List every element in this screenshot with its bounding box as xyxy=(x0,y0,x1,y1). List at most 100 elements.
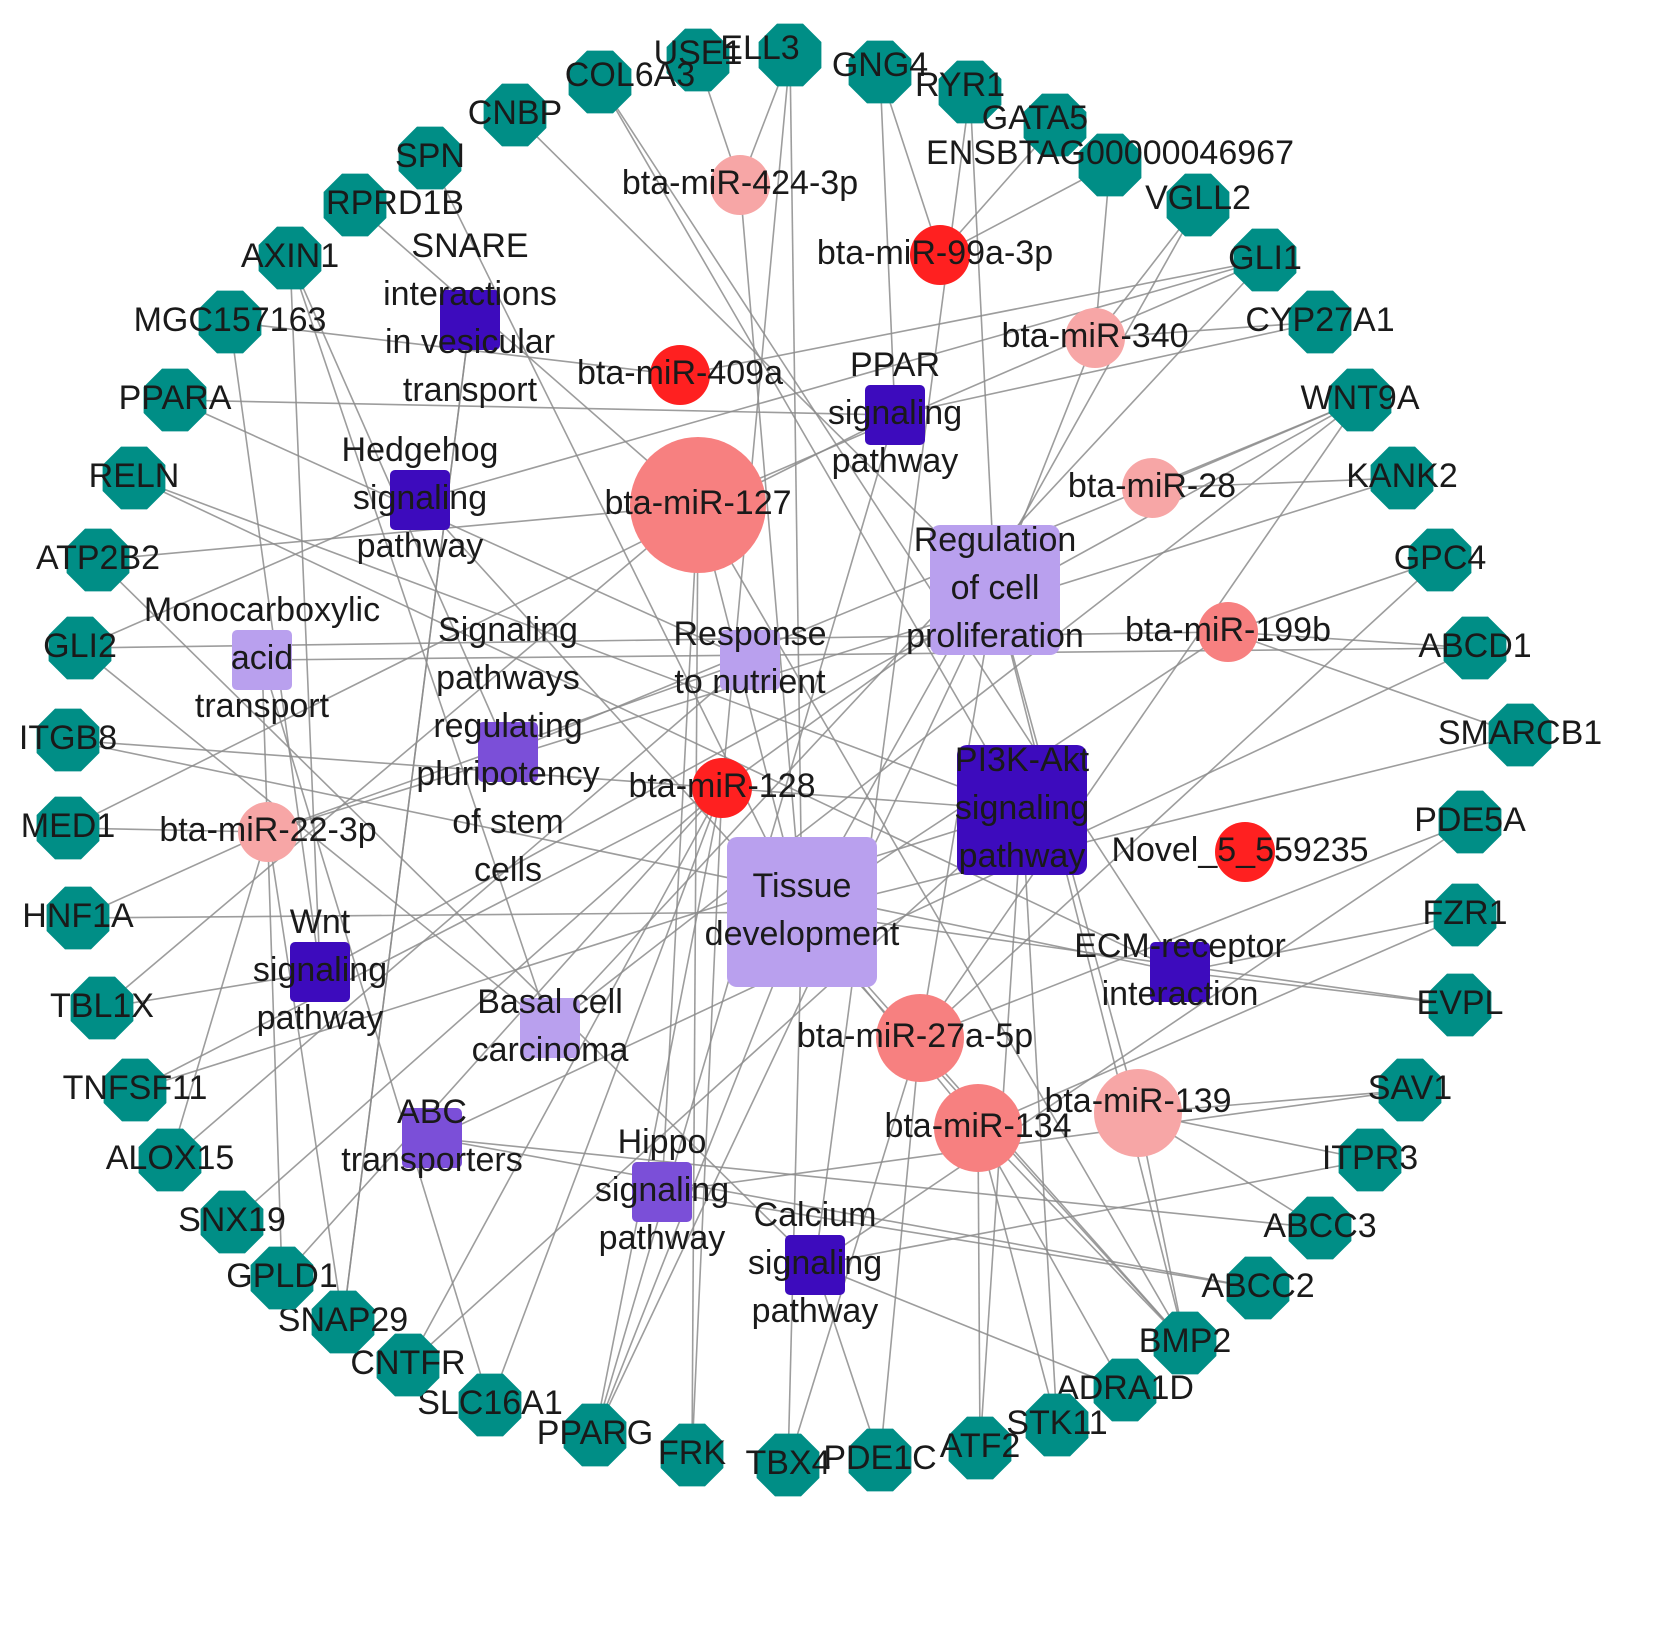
gene-octagon xyxy=(483,83,547,147)
mirna-label: bta-miR-199b xyxy=(1125,611,1331,649)
mirna-node[interactable]: bta-miR-409a xyxy=(577,345,783,405)
mirna-node[interactable]: bta-miR-139 xyxy=(1044,1069,1232,1157)
mirna-node[interactable]: bta-miR-22-3p xyxy=(159,802,377,862)
mirna-node[interactable]: Novel_5_559235 xyxy=(1111,822,1369,882)
gene-node[interactable]: ENSBTAG00000046967 xyxy=(926,133,1294,197)
gene-node[interactable]: GLI1 xyxy=(1228,228,1302,292)
gene-node[interactable]: CYP27A1 xyxy=(1245,290,1395,354)
gene-octagon xyxy=(48,616,112,680)
gene-node[interactable]: FZR1 xyxy=(1423,883,1508,947)
gene-label: PPARA xyxy=(119,379,232,417)
gene-node[interactable]: EVPL xyxy=(1417,973,1504,1037)
gene-node[interactable]: GATA5 xyxy=(982,93,1088,157)
gene-label: GPC4 xyxy=(1394,539,1487,577)
edge-TBL1X-wnt xyxy=(101,971,321,1009)
gene-node[interactable]: BMP2 xyxy=(1139,1311,1232,1375)
edge-RYR1-calcium xyxy=(814,91,971,1266)
mirna-node[interactable]: bta-miR-424-3p xyxy=(622,155,858,215)
mirna-node[interactable]: bta-miR-127 xyxy=(604,437,792,573)
gene-node[interactable]: ABCD1 xyxy=(1418,616,1532,680)
gene-node[interactable]: SPN xyxy=(395,126,465,190)
pathway-square xyxy=(402,1108,462,1168)
gene-node[interactable]: ELL3 xyxy=(720,23,822,87)
gene-node[interactable]: CNBP xyxy=(468,83,562,147)
gene-node[interactable]: GNG4 xyxy=(832,40,928,104)
pathway-node[interactable]: Signalingpathwaysregulatingpluripotencyo… xyxy=(416,611,599,889)
gene-node[interactable]: TNFSF11 xyxy=(63,1058,208,1122)
mirna-node[interactable]: bta-miR-199b xyxy=(1125,602,1331,662)
gene-node[interactable]: VGLL2 xyxy=(1145,173,1251,237)
gene-node[interactable]: WNT9A xyxy=(1301,368,1420,432)
gene-octagon xyxy=(1078,133,1142,197)
gene-node[interactable]: SMARCB1 xyxy=(1438,703,1602,767)
mirna-node[interactable]: bta-miR-128 xyxy=(628,758,816,818)
mirna-circle xyxy=(1122,458,1182,518)
gene-node[interactable]: RYR1 xyxy=(915,60,1005,124)
gene-node[interactable]: SAV1 xyxy=(1368,1058,1452,1122)
pathway-label-line: acid xyxy=(231,639,293,677)
gene-node[interactable]: ITPR3 xyxy=(1322,1128,1418,1192)
gene-node[interactable]: USE1 xyxy=(654,28,743,92)
gene-node[interactable]: TBX4 xyxy=(745,1433,831,1497)
gene-node[interactable]: COL6A3 xyxy=(565,50,695,114)
gene-node[interactable]: TBL1X xyxy=(50,976,154,1040)
gene-node[interactable]: RELN xyxy=(89,446,180,510)
gene-node[interactable]: GPC4 xyxy=(1394,528,1487,592)
gene-node[interactable]: AXIN1 xyxy=(241,226,339,290)
gene-node[interactable]: GPLD1 xyxy=(226,1246,338,1310)
edge-HNF1A-tissue xyxy=(77,911,803,919)
gene-node[interactable]: ADRA1D xyxy=(1056,1358,1194,1422)
gene-octagon xyxy=(1438,790,1502,854)
gene-label: TBX4 xyxy=(745,1444,830,1482)
gene-node[interactable]: MGC157163 xyxy=(134,290,327,354)
mirna-node[interactable]: bta-miR-340 xyxy=(1001,308,1189,368)
gene-node[interactable]: ALOX15 xyxy=(106,1128,235,1192)
gene-node[interactable]: SNX19 xyxy=(178,1190,286,1254)
gene-node[interactable]: ATF2 xyxy=(940,1416,1021,1480)
gene-node[interactable]: GLI2 xyxy=(43,616,117,680)
gene-node[interactable]: FRK xyxy=(658,1423,726,1487)
gene-node[interactable]: ATP2B2 xyxy=(36,528,160,592)
gene-node[interactable]: KANK2 xyxy=(1346,446,1458,510)
gene-node[interactable]: ITGB8 xyxy=(19,708,117,772)
gene-node[interactable]: SNAP29 xyxy=(278,1290,408,1354)
pathway-label-line: Hedgehog xyxy=(342,431,499,469)
gene-node[interactable]: HNF1A xyxy=(22,886,134,950)
gene-node[interactable]: MED1 xyxy=(21,796,115,860)
gene-node[interactable]: CNTFR xyxy=(350,1333,466,1397)
mirna-node[interactable]: bta-miR-99a-3p xyxy=(817,225,1053,285)
gene-node[interactable]: PDE1C xyxy=(823,1428,937,1492)
gene-node[interactable]: ABCC2 xyxy=(1201,1256,1315,1320)
gene-node[interactable]: PPARA xyxy=(119,368,232,432)
mirna-node[interactable]: bta-miR-28 xyxy=(1068,458,1236,518)
mirna-node[interactable]: bta-miR-134 xyxy=(884,1084,1072,1172)
pathway-label-line: carcinoma xyxy=(472,1031,629,1069)
gene-node[interactable]: RPRD1B xyxy=(323,173,464,237)
gene-octagon xyxy=(46,886,110,950)
gene-label: ALOX15 xyxy=(106,1139,235,1177)
mirna-circle xyxy=(1198,602,1258,662)
gene-node[interactable]: STK11 xyxy=(1006,1393,1108,1457)
mirna-circle xyxy=(1094,1069,1182,1157)
gene-node[interactable]: ABCC3 xyxy=(1263,1196,1377,1260)
mirna-node[interactable]: bta-miR-27a-5p xyxy=(797,994,1033,1082)
gene-label: TBL1X xyxy=(50,987,154,1025)
gene-octagon xyxy=(102,446,166,510)
gene-node[interactable]: PDE5A xyxy=(1414,790,1526,854)
gene-node[interactable]: PPARG xyxy=(537,1403,654,1467)
gene-node[interactable]: SLC16A1 xyxy=(417,1373,563,1437)
